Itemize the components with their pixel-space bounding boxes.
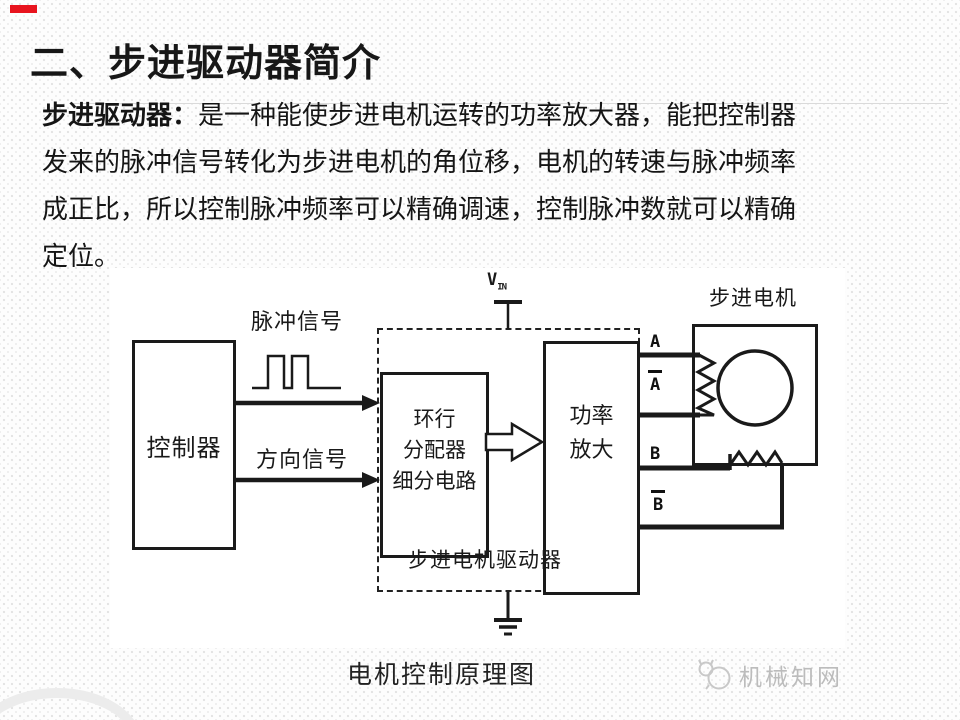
vin-subscript: IN — [497, 282, 507, 293]
phase-a-bar-label: A — [648, 370, 663, 395]
phase-b-bar-label: B — [651, 490, 666, 515]
phase-a-label: A — [650, 332, 661, 352]
watermark: 机械知网 — [696, 658, 843, 692]
controller-box: 控制器 — [132, 340, 236, 550]
diagram-lines-layer — [236, 300, 794, 636]
body-line-1-text: 是一种能使步进电机运转的功率放大器，能把控制器 — [198, 101, 797, 130]
phase-a-bar-letter: A — [648, 370, 663, 395]
direction-signal-label: 方向信号 — [256, 447, 349, 472]
controller-label: 控制器 — [146, 435, 222, 462]
motor-rotor-icon — [716, 349, 794, 427]
body-line-4: 定位。 — [42, 242, 121, 271]
stepper-motor-box — [692, 324, 818, 466]
motor-control-diagram: 控制器 环行 分配器 细分电路 功率 放大 — [110, 268, 845, 648]
pulse-signal-label: 脉冲信号 — [251, 309, 344, 334]
power-amp-line-1: 功率 — [569, 403, 614, 428]
ring-distributor-line-1: 环行 — [413, 407, 456, 431]
figure-caption: 电机控制原理图 — [347, 662, 537, 689]
body-lead-term: 步进驱动器： — [42, 101, 199, 130]
accent-bar — [10, 5, 37, 13]
stepper-motor-label: 步进电机 — [709, 286, 797, 310]
watermark-text: 机械知网 — [739, 664, 843, 690]
watermark-logo-icon — [698, 659, 731, 690]
body-paragraph: 步进驱动器：是一种能使步进电机运转的功率放大器，能把控制器 发来的脉冲信号转化为… — [42, 92, 882, 280]
body-line-2: 发来的脉冲信号转化为步进电机的角位移，电机的转速与脉冲频率 — [42, 148, 797, 177]
phase-b-label: B — [650, 444, 661, 464]
vin-label: VIN — [487, 270, 507, 293]
corner-ghost-mark — [0, 688, 142, 720]
page-title: 二、步进驱动器简介 — [30, 43, 382, 85]
body-line-3: 成正比，所以控制脉冲频率可以精确调速，控制脉冲数就可以精确 — [42, 195, 797, 224]
body-line-1: 步进驱动器：是一种能使步进电机运转的功率放大器，能把控制器 — [42, 92, 882, 139]
vin-letter: V — [487, 270, 498, 290]
pulse-arrow-head — [362, 395, 380, 411]
driver-box-label: 步进电机驱动器 — [408, 548, 562, 572]
ring-distributor-line-2: 分配器 — [403, 438, 466, 462]
phase-b-bar-letter: B — [651, 490, 666, 515]
ring-distributor-line-3: 细分电路 — [392, 469, 477, 493]
block-arrow-icon — [484, 421, 545, 463]
pulse-waveform-icon — [252, 354, 341, 390]
power-amp-line-2: 放大 — [569, 437, 614, 462]
direction-arrow-head — [362, 472, 380, 488]
winding-b-coil-icon — [728, 449, 784, 468]
winding-a-coil-icon — [694, 353, 718, 417]
title-divider — [72, 103, 948, 104]
ring-distributor-box: 环行 分配器 细分电路 — [380, 372, 489, 558]
